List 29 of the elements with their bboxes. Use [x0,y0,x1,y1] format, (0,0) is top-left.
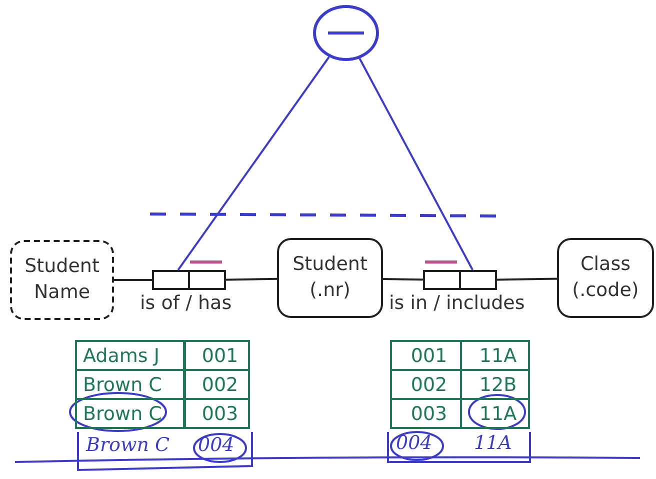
fact-type-reading: is of / has [140,292,232,314]
number-entry: 003 [184,398,250,429]
name-entry: Brown C [75,369,185,400]
class-code-entry: 11A [460,340,530,371]
handwritten-note: 004 [198,434,234,456]
role-box [423,270,461,290]
constraint-line [358,58,474,270]
handwritten-note: 004 [396,432,432,454]
name-entry: Brown C [75,398,185,429]
entity-box: Student (.nr) [277,238,383,318]
connector-line [114,279,152,281]
connector-line [226,278,278,281]
role-box [188,270,226,290]
fact-type-reading: is in / includes [389,292,525,314]
connector-line [382,278,424,281]
connector-line [496,278,558,281]
name-entry: Adams J [75,340,185,371]
number-entry: 002 [184,369,250,400]
constraint-line [177,56,330,271]
role-box [459,270,497,290]
class-code-entry: 11A [460,398,530,429]
handwritten-note: Brown C [86,434,170,456]
role-box [152,270,190,290]
entity-box: Student Name [10,240,114,320]
handwritten-note: 11A [474,432,512,454]
number-entry: 001 [184,340,250,371]
number-entry: 003 [390,398,462,429]
number-entry: 001 [390,340,462,371]
entity-box: Class (.code) [557,238,654,318]
